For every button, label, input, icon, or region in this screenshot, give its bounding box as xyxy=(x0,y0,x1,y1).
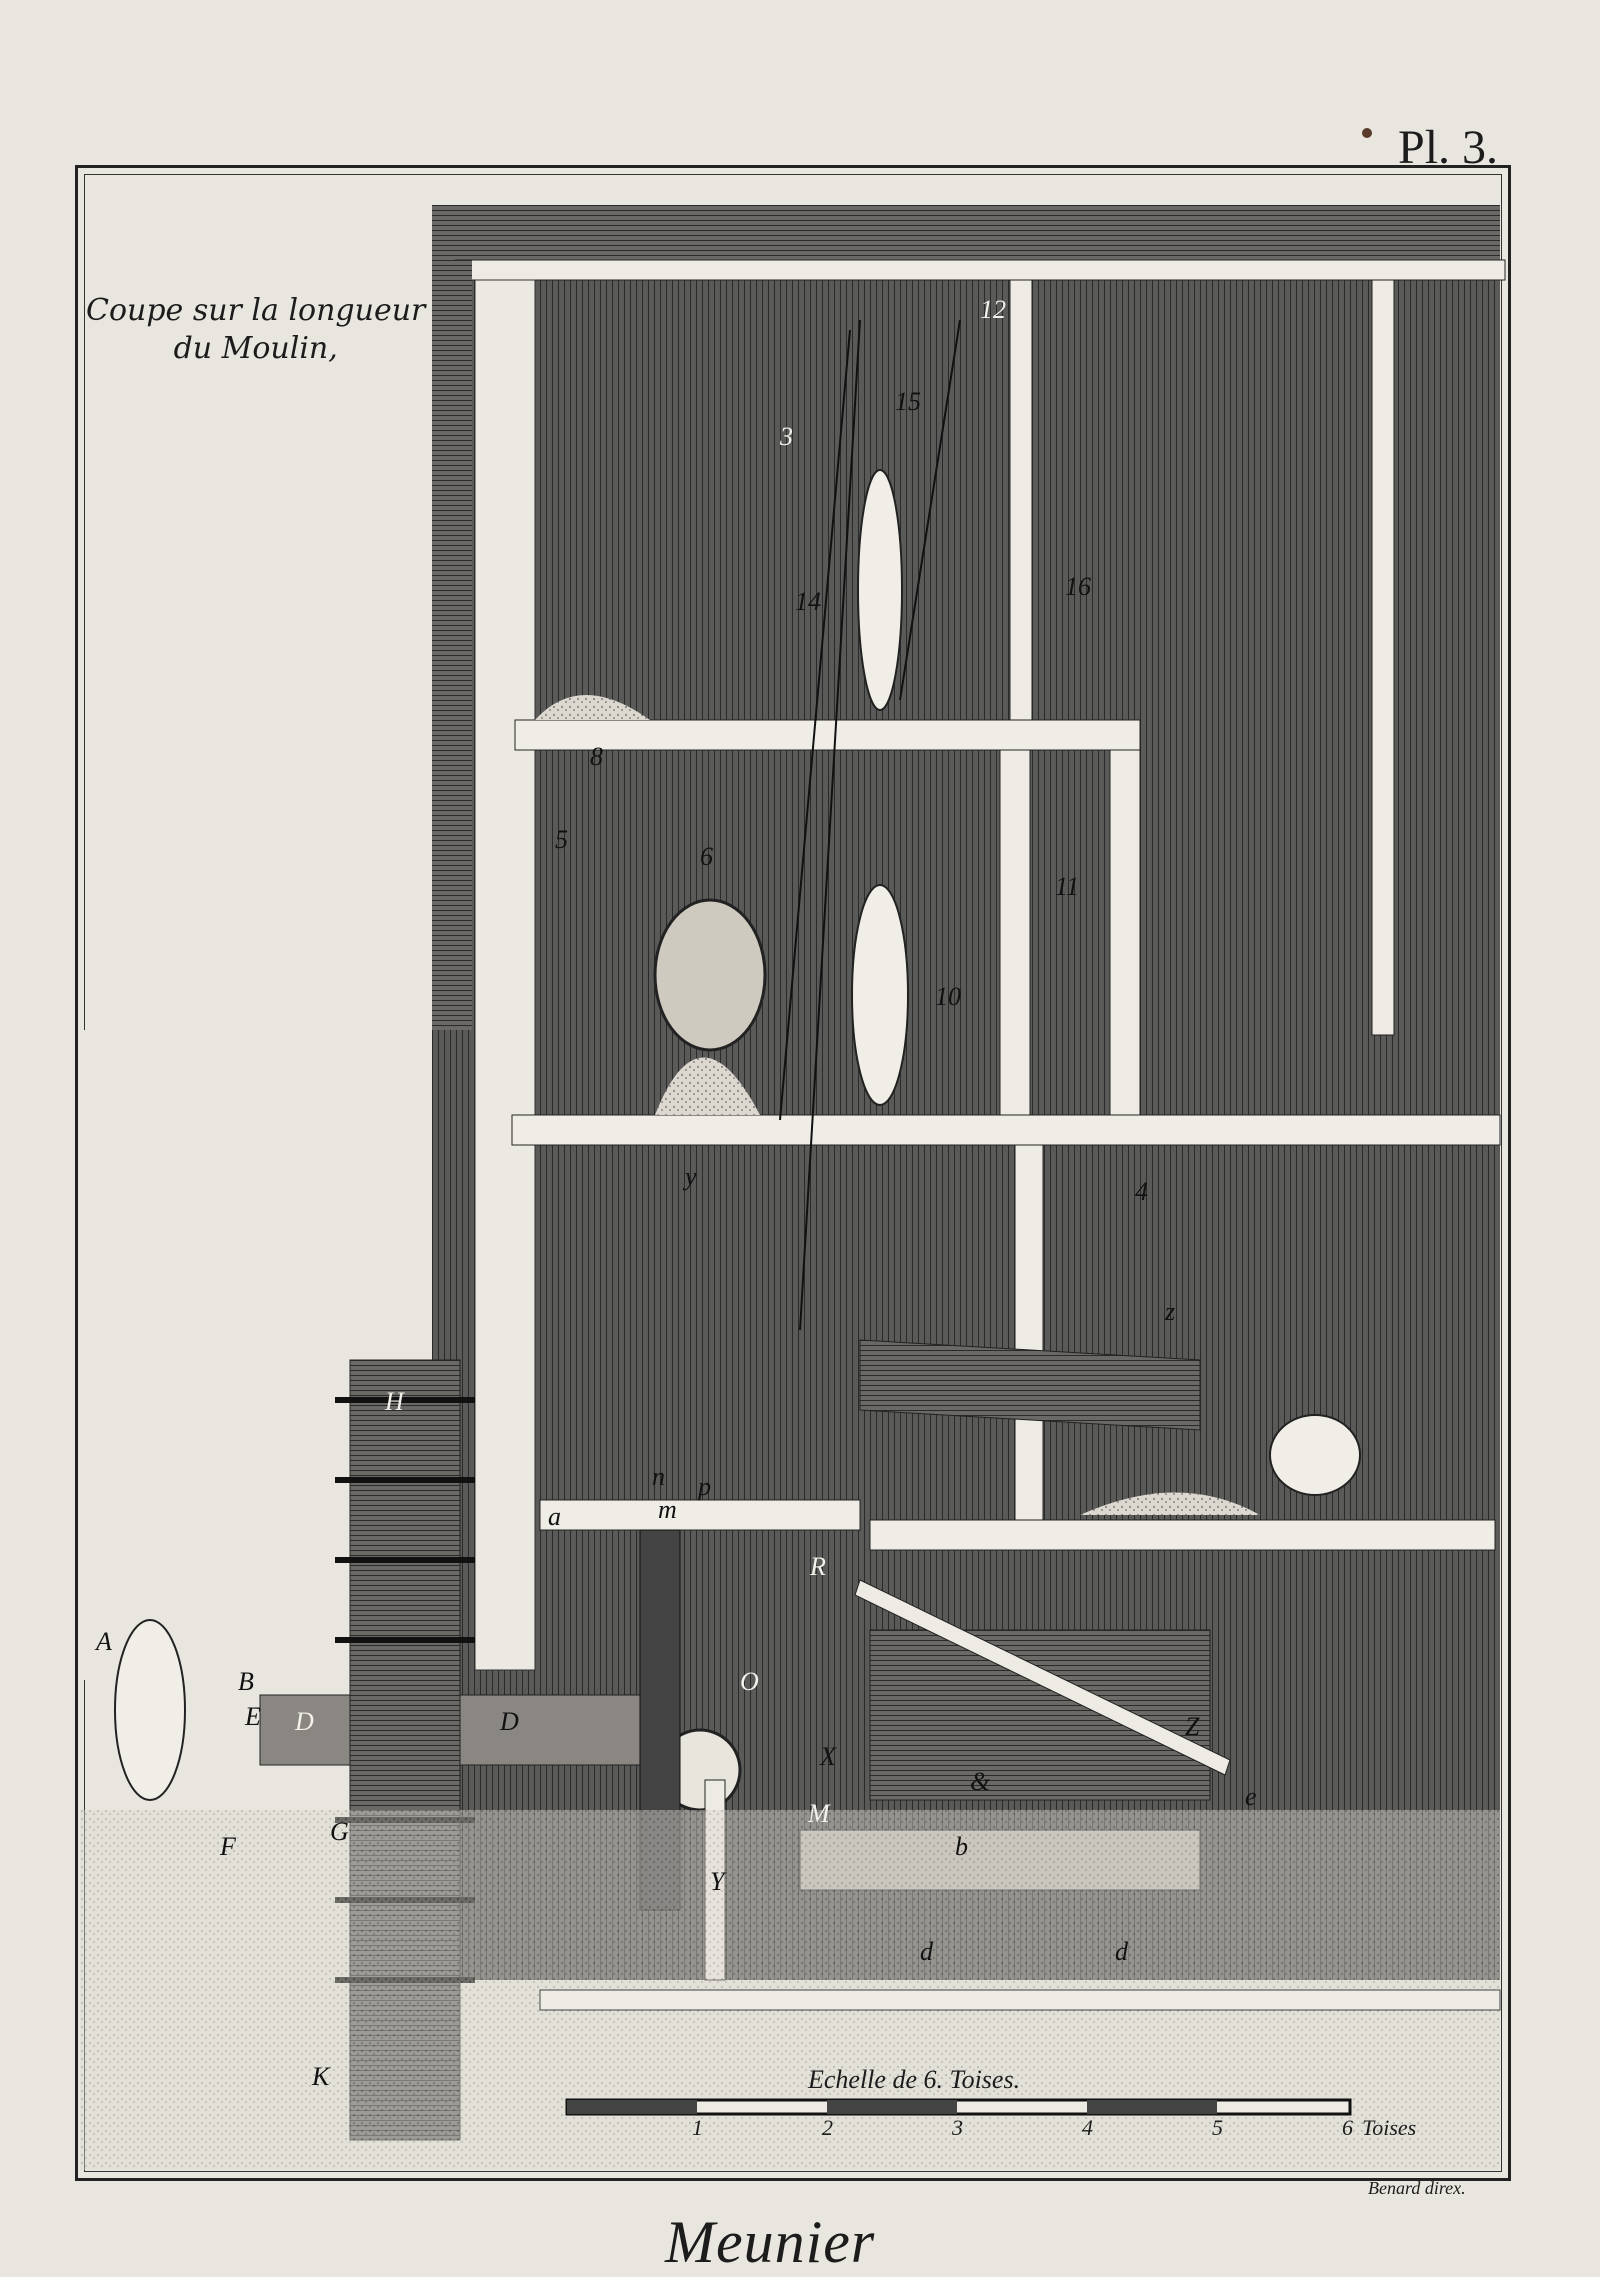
floor-upper xyxy=(514,719,1141,751)
scale-bar xyxy=(565,2098,1352,2116)
plate-frame xyxy=(75,165,1511,2181)
roof-beam xyxy=(432,205,1500,260)
scale-unit: Toises xyxy=(1362,2115,1417,2140)
label-8: 8 xyxy=(590,742,603,771)
wall-pillar xyxy=(474,279,536,1671)
label-Y: Y xyxy=(710,1867,727,1896)
label-E: E xyxy=(244,1702,261,1731)
label-12: 12 xyxy=(980,295,1006,324)
scale-tick: 6 xyxy=(1342,2115,1353,2140)
grain-heap xyxy=(1080,1492,1260,1515)
label-p: p xyxy=(696,1472,711,1501)
label-11: 11 xyxy=(1055,872,1079,901)
chute xyxy=(854,1579,1231,1776)
label-n: n xyxy=(652,1462,665,1491)
label-D: D xyxy=(499,1707,519,1736)
bolting-cylinder xyxy=(859,1339,1201,1431)
scale-tick: 1 xyxy=(692,2115,703,2140)
label-3: 3 xyxy=(779,422,793,451)
label-z: z xyxy=(1164,1297,1175,1326)
floor-middle xyxy=(511,1114,1501,1146)
label-M: M xyxy=(807,1799,831,1828)
scale-title: Echelle de 6. Toises. xyxy=(808,2065,1021,2094)
engraver-signature: Benard direx. xyxy=(1368,2178,1466,2198)
label-F: F xyxy=(219,1832,237,1861)
label-14: 14 xyxy=(795,587,821,616)
grain-heap xyxy=(655,1057,760,1115)
label-4: 4 xyxy=(1135,1177,1148,1206)
label-G: G xyxy=(330,1817,349,1846)
label-H: H xyxy=(384,1387,405,1416)
scale-tick: 3 xyxy=(952,2115,963,2140)
foundation xyxy=(539,1989,1501,2011)
label-10: 10 xyxy=(935,982,961,1011)
outer-wall xyxy=(432,260,472,1030)
scale-tick: 5 xyxy=(1212,2115,1223,2140)
bolter-drum xyxy=(653,898,767,1052)
label-d: d xyxy=(920,1937,934,1966)
label-X: X xyxy=(819,1742,837,1771)
label-d: d xyxy=(1115,1937,1129,1966)
floor-lower xyxy=(869,1519,1496,1551)
label-m: m xyxy=(658,1495,677,1524)
label-B: B xyxy=(238,1667,254,1696)
scale-tick: 2 xyxy=(822,2115,833,2140)
bran-box xyxy=(869,1629,1211,1801)
miller-figures xyxy=(114,469,1361,1801)
label-a: a xyxy=(548,1502,561,1531)
label-R: R xyxy=(809,1552,826,1581)
label-6: 6 xyxy=(700,842,713,871)
post xyxy=(1371,279,1395,1036)
scale-tick: 4 xyxy=(1082,2115,1093,2140)
label-y: y xyxy=(682,1162,697,1191)
caption-line-1: Coupe sur la longueur xyxy=(86,293,426,328)
post xyxy=(999,739,1031,1116)
hoist-rope xyxy=(779,319,961,1331)
label-K: K xyxy=(311,2062,331,2091)
label-Z: Z xyxy=(1185,1712,1200,1741)
grain-heap xyxy=(535,695,650,720)
label-A: A xyxy=(94,1627,112,1656)
corner-mark xyxy=(1362,128,1372,138)
label-16: 16 xyxy=(1065,572,1091,601)
label-D: D xyxy=(294,1707,314,1736)
plate-number: Pl. 3. xyxy=(1398,121,1499,174)
tie-beam xyxy=(454,259,1506,281)
post xyxy=(1009,279,1033,721)
post xyxy=(1014,1129,1044,1521)
hurst-frame xyxy=(539,1499,861,1531)
label-5: 5 xyxy=(555,825,568,854)
label-amp: & xyxy=(970,1767,991,1796)
plate-caption: Coupe sur la longueur du Moulin, xyxy=(86,292,425,368)
plate-title: Meunier xyxy=(665,2209,876,2275)
label-e: e xyxy=(1245,1782,1257,1811)
caption-line-2: du Moulin, xyxy=(173,331,338,366)
label-15: 15 xyxy=(895,387,921,416)
label-O: O xyxy=(740,1667,759,1696)
label-b: b xyxy=(955,1832,968,1861)
post xyxy=(1109,739,1141,1116)
